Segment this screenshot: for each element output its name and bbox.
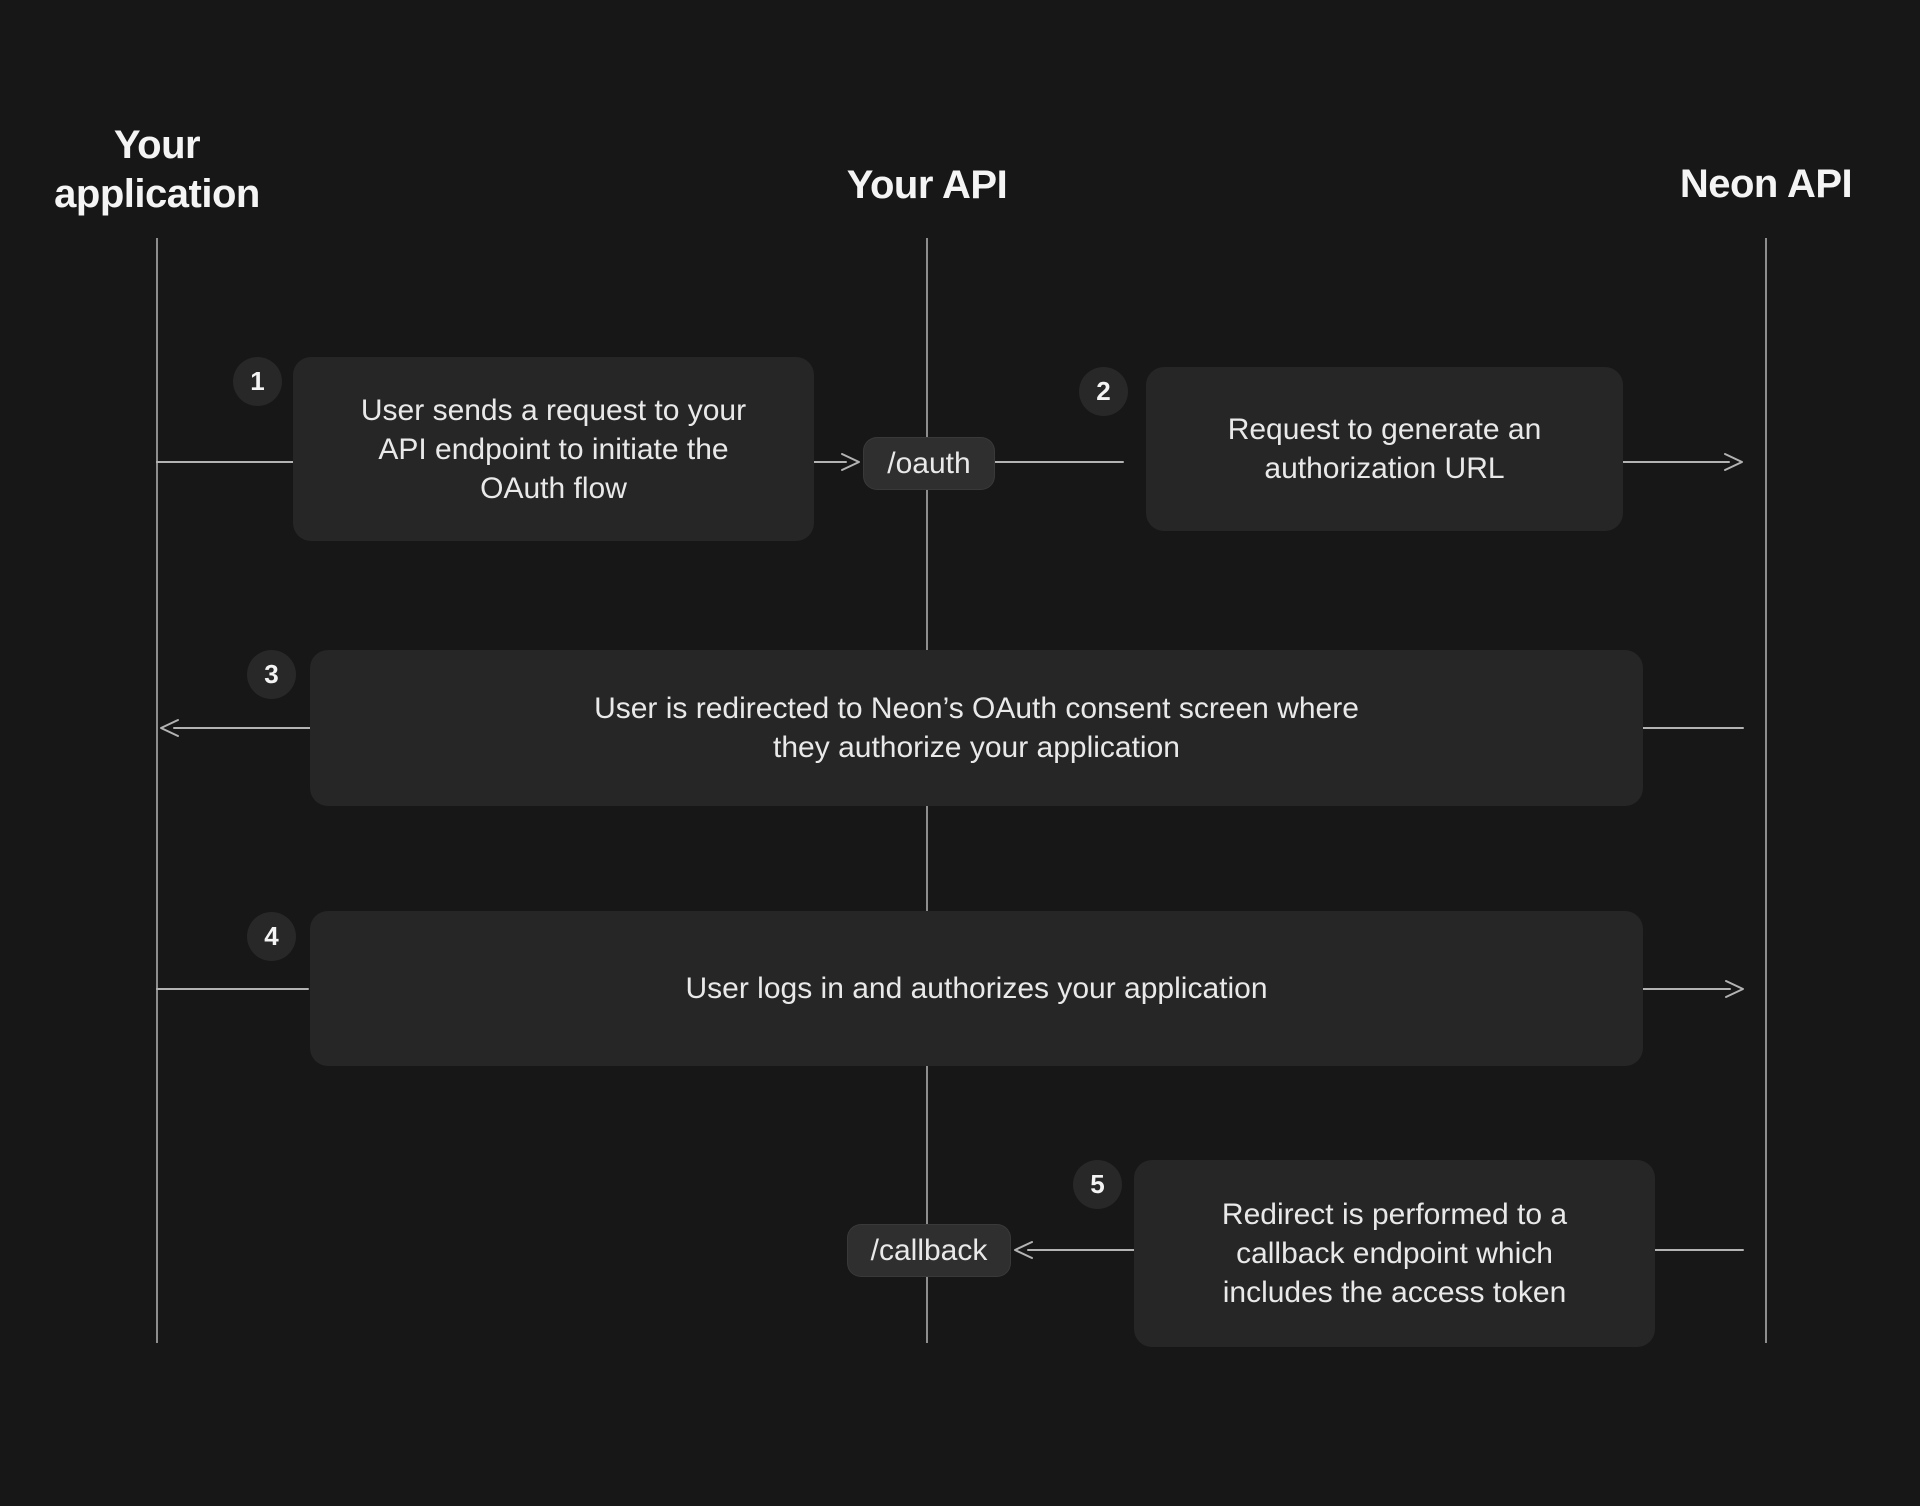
step-4-badge: 4	[247, 912, 296, 961]
arrowhead-step1-right-icon	[841, 453, 860, 471]
arrowhead-step2-right-icon	[1724, 453, 1743, 471]
arrowhead-step3-left-icon	[160, 719, 179, 737]
actor-your-api: Your API	[846, 163, 1008, 207]
actor-neon-api: Neon API	[1679, 162, 1853, 206]
endpoint-callback: /callback	[847, 1224, 1011, 1277]
arrowhead-step4-right-icon	[1725, 980, 1744, 998]
arrowhead-step5-left-icon	[1014, 1241, 1033, 1259]
step-1-message: User sends a request to your API endpoin…	[293, 357, 814, 541]
step-2-badge: 2	[1079, 367, 1128, 416]
step-3-badge: 3	[247, 650, 296, 699]
step-5-message: Redirect is performed to a callback endp…	[1134, 1160, 1655, 1347]
step-4-message: User logs in and authorizes your applica…	[310, 911, 1643, 1066]
step-5-badge: 5	[1073, 1160, 1122, 1209]
step-3-message: User is redirected to Neon’s OAuth conse…	[310, 650, 1643, 806]
actor-your-application: Your application	[54, 123, 260, 216]
endpoint-oauth: /oauth	[863, 437, 995, 490]
step-1-badge: 1	[233, 357, 282, 406]
step-2-message: Request to generate an authorization URL	[1146, 367, 1623, 531]
